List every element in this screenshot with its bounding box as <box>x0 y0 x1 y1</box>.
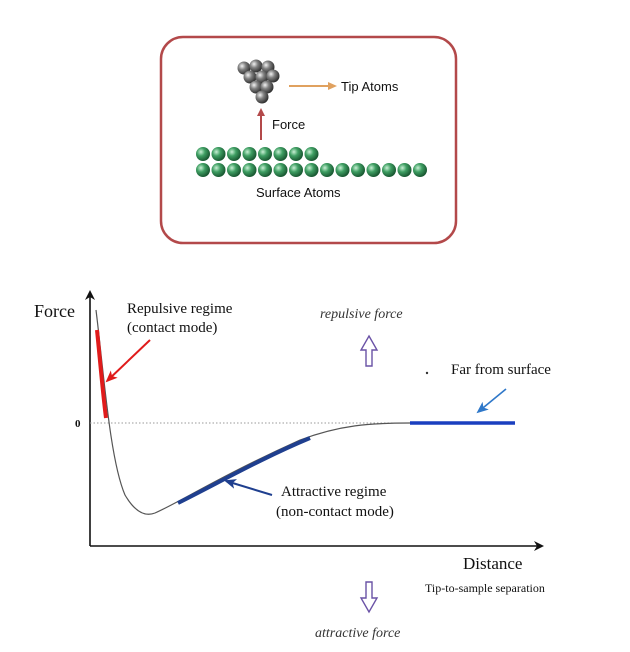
force-label: Force <box>272 117 305 132</box>
surface-atom <box>211 163 226 177</box>
x-axis-sublabel: Tip-to-sample separation <box>425 581 545 595</box>
far-from-surface-label: Far from surface <box>451 362 551 378</box>
force-distance-graph: Force 0 Repulsive regime (contact mode) … <box>34 290 551 641</box>
attractive-force-label: attractive force <box>315 626 400 641</box>
surface-atom <box>289 147 303 161</box>
surface-atom <box>242 163 257 177</box>
surface-atom <box>273 147 288 161</box>
surface-atom <box>304 163 319 177</box>
surface-atom <box>196 147 210 161</box>
surface-atom <box>351 163 365 177</box>
marker-dot <box>425 371 429 375</box>
attractive-callout-arrow <box>224 479 273 496</box>
attractive-regime-label-line2: (non-contact mode) <box>276 504 394 520</box>
attractive-force-hollow-arrow <box>359 581 379 614</box>
surface-atom <box>397 163 412 177</box>
surface-atom <box>366 163 381 177</box>
repulsive-segment <box>95 329 108 419</box>
surface-atoms-label: Surface Atoms <box>256 185 341 200</box>
inset-frame <box>159 35 458 245</box>
surface-atom <box>227 163 241 177</box>
surface-atom <box>196 163 210 177</box>
attractive-regime-label-line1: Attractive regime <box>281 484 387 500</box>
y-axis-label: Force <box>34 301 75 321</box>
atom-inset: Tip Atoms Force Surface Atoms <box>159 35 458 245</box>
x-axis-label: Distance <box>463 554 522 573</box>
surface-atoms <box>196 147 427 177</box>
surface-atom <box>320 163 334 177</box>
surface-atom <box>382 163 396 177</box>
force-curve <box>95 309 411 515</box>
surface-atom <box>227 147 241 161</box>
repulsive-force-hollow-arrow <box>359 334 379 367</box>
surface-atom <box>242 147 257 161</box>
repulsive-regime-label-line1: Repulsive regime <box>127 301 233 317</box>
surface-atom <box>413 163 427 177</box>
surface-atom <box>258 147 272 161</box>
attractive-segment <box>177 436 311 505</box>
far-callout-arrow <box>476 388 507 414</box>
surface-atom <box>289 163 303 177</box>
surface-atom <box>211 147 226 161</box>
surface-atom <box>258 163 272 177</box>
surface-atom <box>273 163 288 177</box>
surface-atom <box>304 147 319 161</box>
surface-atom <box>335 163 350 177</box>
tip-atoms <box>237 59 280 104</box>
repulsive-regime-label-line2: (contact mode) <box>127 320 217 336</box>
zero-label: 0 <box>75 418 81 430</box>
repulsive-force-label: repulsive force <box>320 307 403 322</box>
tip-atoms-label: Tip Atoms <box>341 79 399 94</box>
repulsive-callout-arrow <box>105 339 151 383</box>
